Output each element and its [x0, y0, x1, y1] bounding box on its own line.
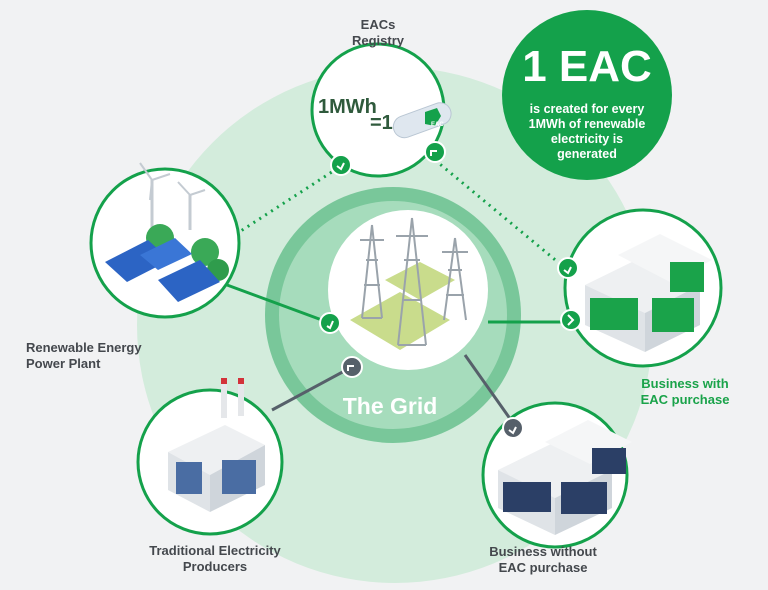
arrow-badge-icon: [319, 141, 582, 439]
factory-icon: [168, 378, 265, 512]
renewable-label-line1: Renewable Energy: [26, 340, 142, 355]
office-building-icon: [498, 420, 632, 535]
mwh-text: 1MWh: [318, 96, 377, 118]
traditional-label-line1: Traditional Electricity: [149, 543, 281, 558]
business-without-label-line1: Business without: [489, 544, 597, 559]
renewable-label: Renewable Energy Power Plant: [26, 340, 196, 372]
business-with-label-line2: EAC purchase: [640, 392, 730, 407]
power-tower-icon: [350, 217, 468, 350]
renewable-to-registry-link: [229, 166, 339, 240]
renewable-label-line2: Power Plant: [26, 356, 101, 371]
traditional-label: Traditional Electricity Producers: [125, 543, 305, 575]
traditional-node: [136, 378, 284, 536]
certificate-scroll-icon: [392, 102, 452, 139]
grid-title: The Grid: [342, 393, 438, 419]
registry-title-line1: EACs: [360, 17, 396, 32]
registry-to-business-link: [434, 158, 566, 270]
business-with-label: Business with EAC purchase: [610, 376, 760, 408]
solar-panel-icon: [105, 238, 220, 302]
renewable-node: [89, 162, 241, 319]
business-with-label-line1: Business with: [641, 376, 729, 391]
badge-description: is created for every 1MWh of renewable e…: [528, 102, 646, 161]
traditional-label-line2: Producers: [182, 559, 248, 574]
registry-title-line2: Registry: [351, 33, 405, 48]
business-without-label-line2: EAC purchase: [498, 560, 588, 575]
business-without-node: [481, 401, 632, 549]
registry-node: [310, 42, 452, 178]
business-with-node: [563, 208, 723, 368]
wind-turbine-icon: [139, 162, 206, 230]
equals-text: =1: [370, 112, 393, 134]
business-without-label: Business without EAC purchase: [468, 544, 618, 576]
scroll-tag: EAC: [431, 122, 444, 128]
eac-badge: 1 EAC is created for every 1MWh of renew…: [502, 10, 672, 180]
grid-to-business-without-link: [463, 354, 520, 431]
registry-title: EACs Registry: [318, 17, 438, 49]
office-building-icon: [585, 234, 712, 352]
badge-big-text: 1 EAC: [522, 42, 652, 91]
traditional-to-grid-link: [271, 366, 351, 412]
